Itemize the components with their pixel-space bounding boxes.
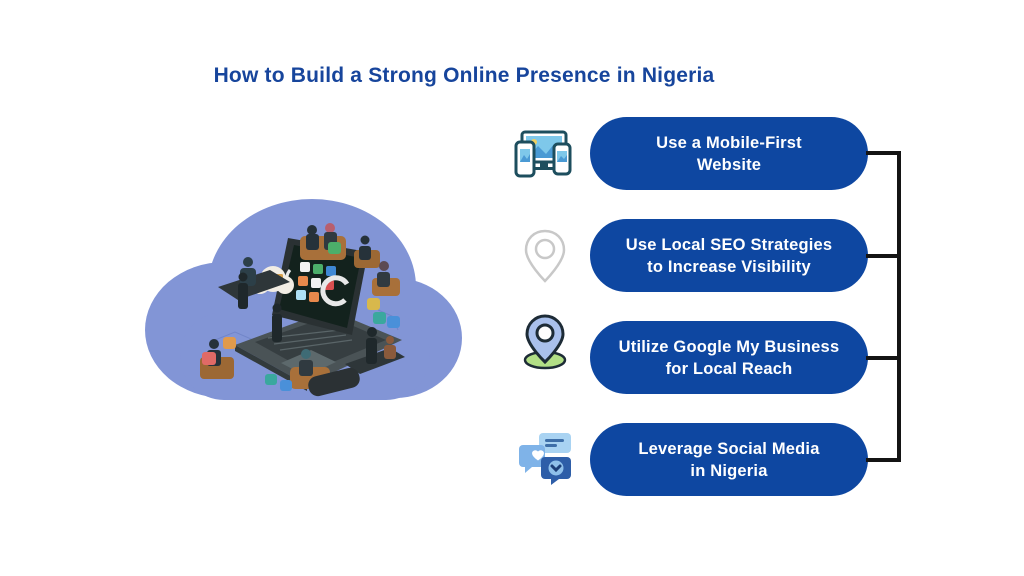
phone-bottom [308, 367, 360, 397]
connector-stub-2 [866, 254, 901, 258]
step-label-line1: Utilize Google My Business [618, 337, 840, 356]
step-pill-mobile-first-website[interactable]: Use a Mobile-First Website [590, 117, 868, 190]
step-label-line2: to Increase Visibility [647, 257, 811, 276]
step-label-line2: for Local Reach [665, 359, 793, 378]
connector-stub-1 [866, 151, 901, 155]
step-pill-local-seo[interactable]: Use Local SEO Strategies to Increase Vis… [590, 219, 868, 292]
step-label-line1: Leverage Social Media [638, 439, 820, 458]
laptop [235, 238, 402, 391]
page-title: How to Build a Strong Online Presence in… [213, 64, 715, 87]
step-label-line2: in Nigeria [690, 461, 768, 480]
responsive-devices-icon [514, 126, 574, 182]
app-cubes [202, 242, 400, 391]
connector-stub-3 [866, 356, 901, 360]
location-pin-outline-icon [522, 227, 568, 285]
map-pin-icon [517, 314, 573, 370]
connector-stub-4 [866, 458, 901, 462]
step-label-line2: Website [696, 155, 762, 174]
connector-vertical-line [897, 151, 901, 462]
step-pill-social-media[interactable]: Leverage Social Media in Nigeria [590, 423, 868, 496]
step-pill-google-my-business[interactable]: Utilize Google My Business for Local Rea… [590, 321, 868, 394]
cloud-social-computing-illustration [145, 199, 462, 400]
step-label-line1: Use Local SEO Strategies [625, 235, 833, 254]
social-media-bubbles-icon [517, 431, 573, 487]
screen-app-tiles [285, 262, 350, 307]
step-label-line1: Use a Mobile-First [656, 133, 802, 152]
